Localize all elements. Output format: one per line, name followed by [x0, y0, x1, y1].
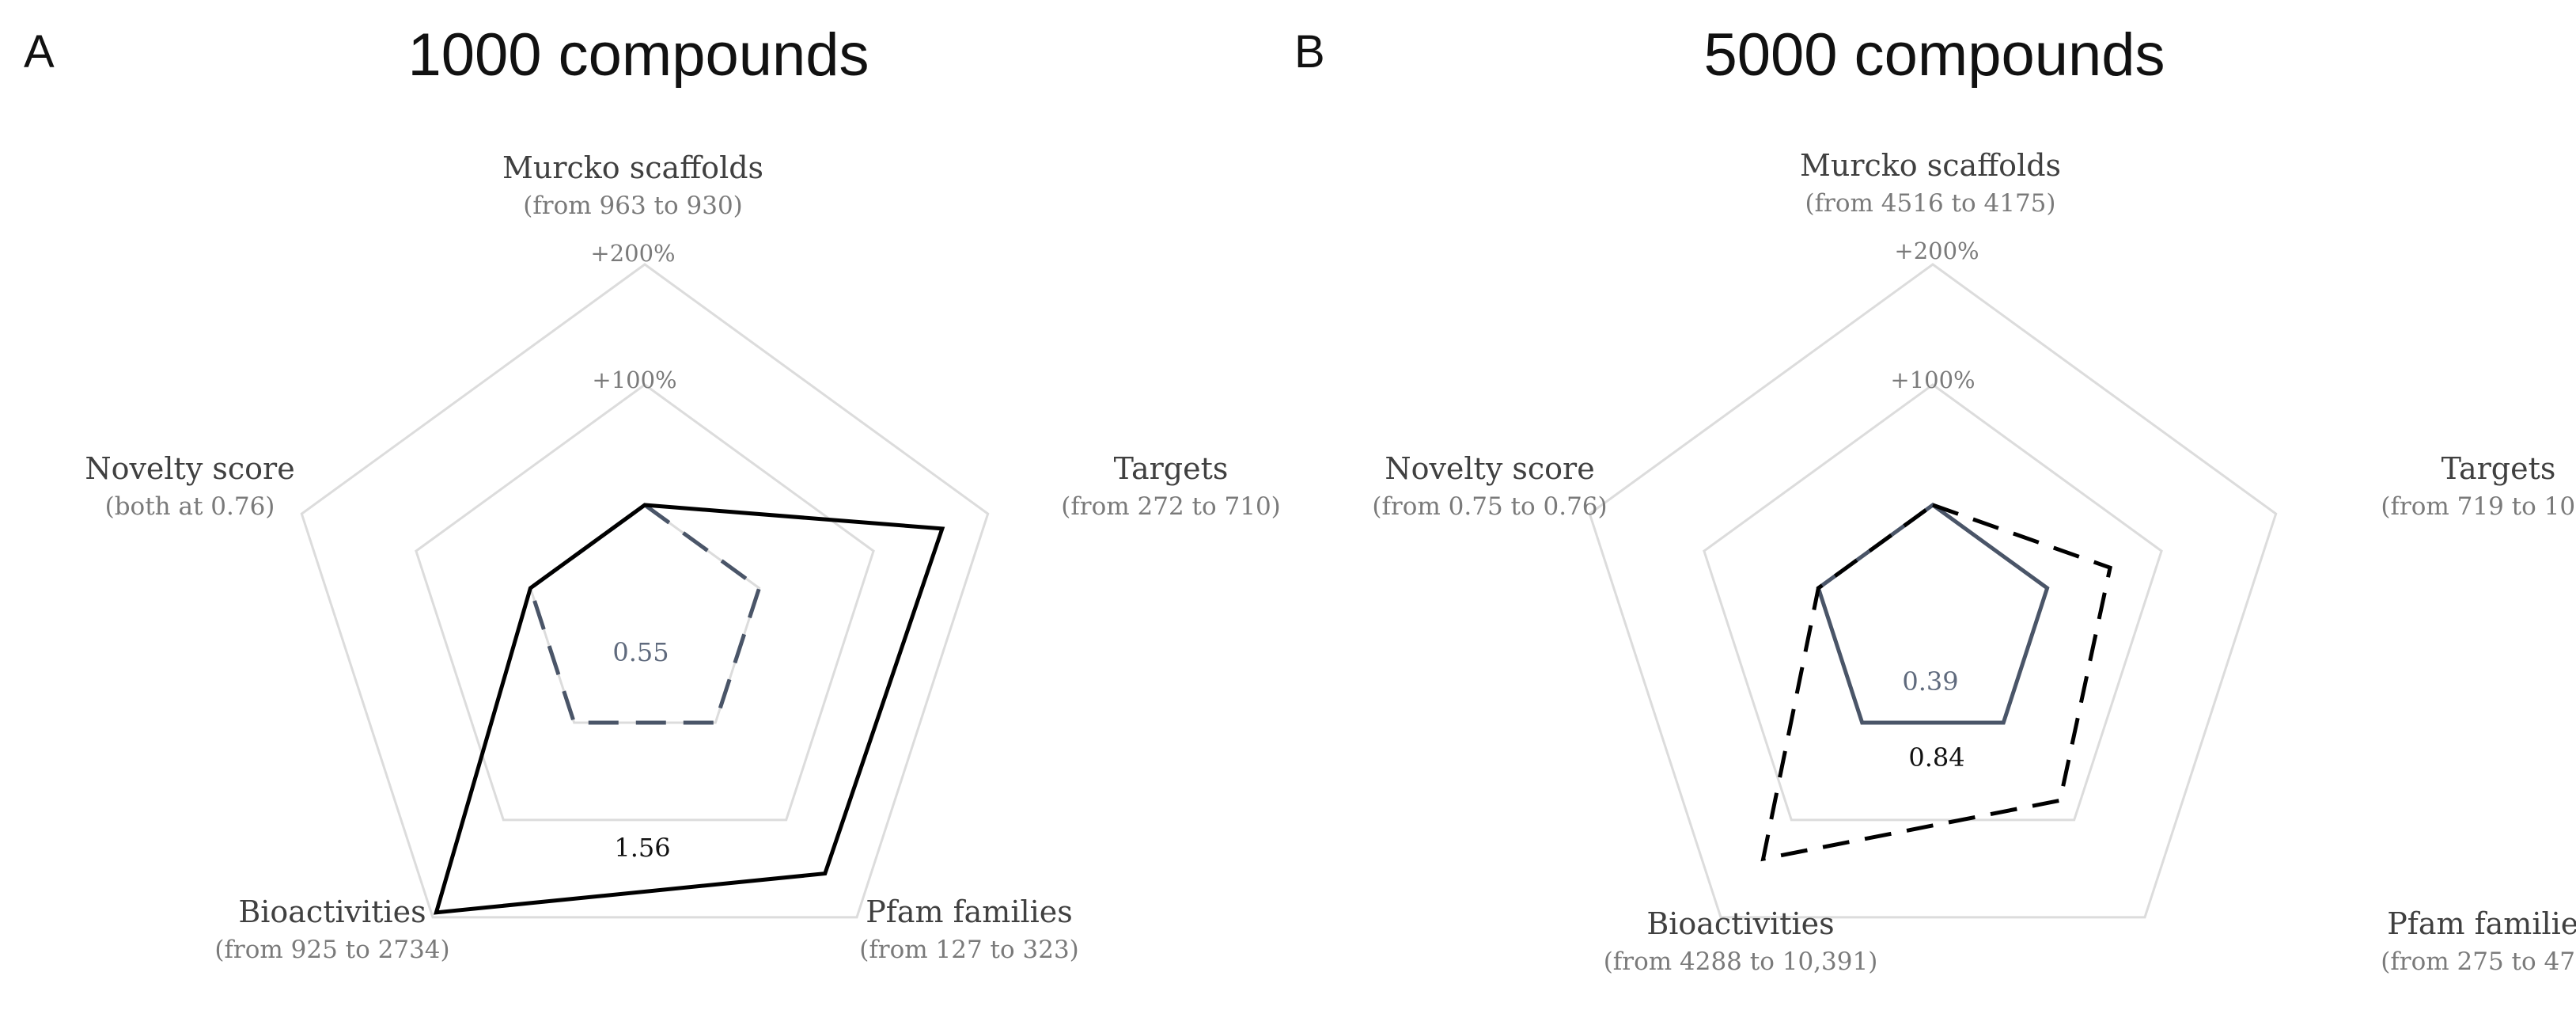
axis-label: Novelty score — [1385, 451, 1594, 486]
axis-range-label: (from 4288 to 10,391) — [1604, 947, 1878, 976]
series-line — [1760, 503, 2113, 862]
axis-range-label: (both at 0.76) — [105, 492, 275, 521]
axis-range-label: (from 0.75 to 0.76) — [1372, 492, 1607, 521]
radar-chart-a: +100% +200% 0.55 1.56 Murcko scaffolds (from … — [85, 150, 1281, 964]
axis-label: Bioactivities — [1646, 906, 1834, 941]
panel-b: B 5000 compounds +100% +200% 0.39 0.84 Murck… — [1288, 0, 2576, 1010]
axis-label: Pfam families — [866, 894, 1073, 929]
panel-a: A 1000 compounds +100% +200% 0.55 1.56 Murck… — [24, 21, 1281, 964]
axis-label: Targets — [1114, 451, 1229, 486]
panel-letter: A — [24, 26, 55, 78]
radar-chart-b: +100% +200% 0.39 0.84 Murcko scaffolds (from … — [1372, 148, 2576, 976]
ring-label: +100% — [1890, 366, 1975, 393]
axis-range-label: (from 275 to 470) — [2381, 947, 2576, 976]
axis-label: Pfam families — [2387, 906, 2576, 941]
axis-label: Targets — [2442, 451, 2556, 486]
grid-ring — [415, 383, 875, 822]
series-line — [433, 503, 945, 915]
axis-label: Novelty score — [85, 451, 294, 486]
axis-label: Murcko scaffolds — [502, 150, 763, 185]
axis-label: Murcko scaffolds — [1800, 148, 2061, 183]
chart-title: 1000 compounds — [407, 21, 869, 89]
axis-range-label: (from 4516 to 4175) — [1805, 189, 2055, 218]
axis-range-label: (from 963 to 930) — [523, 192, 743, 220]
axis-label: Bioactivities — [238, 894, 426, 929]
ring-label: +100% — [592, 366, 676, 393]
chart-title: 5000 compounds — [1703, 21, 2165, 89]
grid-ring — [1703, 383, 2163, 822]
ring-label: +200% — [1894, 237, 1979, 264]
score-label: 0.84 — [1908, 742, 1964, 773]
score-label: 0.39 — [1902, 666, 1958, 697]
axis-range-label: (from 925 to 2734) — [214, 936, 449, 964]
panel-letter: B — [1294, 26, 1325, 78]
score-label: 1.56 — [614, 833, 670, 863]
axis-range-label: (from 719 to 1062) — [2381, 492, 2576, 521]
ring-label: +200% — [590, 240, 675, 267]
axis-range-label: (from 127 to 323) — [859, 936, 1079, 964]
grid-ring — [1588, 263, 2278, 919]
grid-ring — [300, 263, 990, 919]
score-label: 0.55 — [612, 637, 669, 667]
axis-range-label: (from 272 to 710) — [1061, 492, 1281, 521]
